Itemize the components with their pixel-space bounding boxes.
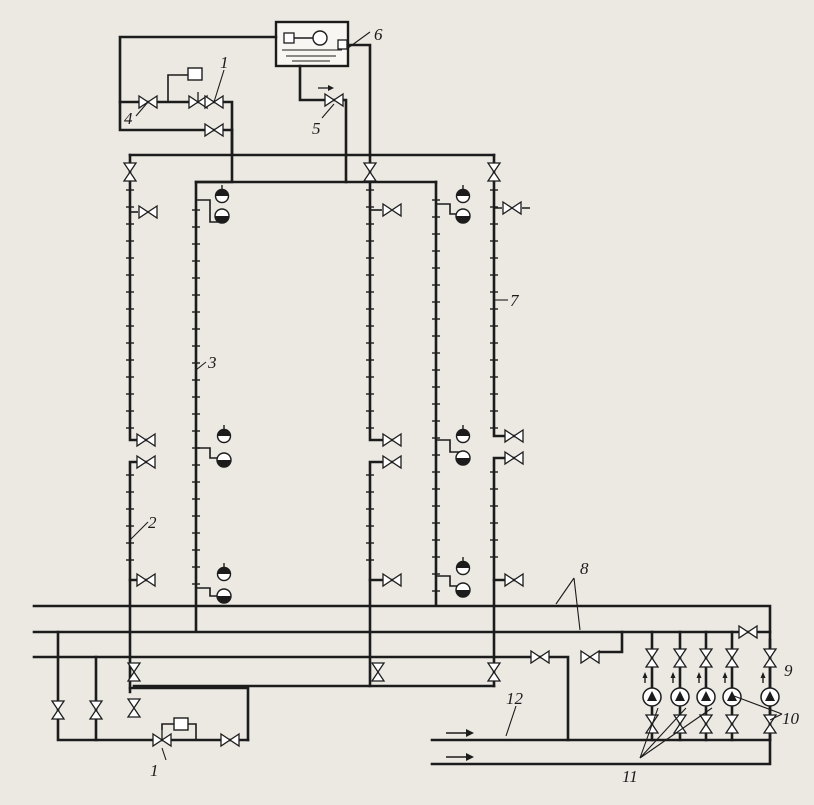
pressure-regulator-top: [138, 67, 224, 137]
riser-inner: [434, 180, 471, 607]
label-pump-set: 9: [784, 661, 793, 680]
pump-branch: [641, 630, 662, 742]
label-pressure-regulator-bottom: 1: [150, 761, 159, 780]
drain-valve-group: [318, 85, 344, 107]
label-distribution-riser: 2: [148, 513, 157, 532]
pump-valve: [699, 714, 713, 734]
callouts: 1 4 5 6 3 2 7 8 12 9 10 11 1: [124, 25, 800, 786]
label-main-riser: 3: [207, 353, 217, 372]
pump-branch: [669, 630, 690, 742]
pump-branch: [759, 638, 780, 742]
pump-valve: [725, 714, 739, 734]
riser-mid: [363, 153, 402, 688]
label-supply-mains: 8: [580, 559, 589, 578]
flow-arrow: [759, 671, 767, 684]
flow-arrow: [669, 671, 677, 684]
label-pumps: 10: [782, 709, 800, 728]
flow-arrow: [721, 671, 729, 684]
label-drain-valve: 5: [312, 119, 321, 138]
riser-ticks: [126, 189, 498, 592]
pump-branch: [721, 630, 742, 742]
pump-valve: [699, 648, 713, 668]
label-riser-right: 7: [510, 291, 520, 310]
pump: [642, 687, 662, 707]
pump-valve: [763, 648, 777, 668]
pump-set: [641, 630, 780, 742]
pressure-regulator-bottom: [152, 717, 240, 747]
supply-mains: [32, 604, 772, 742]
label-pump-valves: 11: [622, 767, 638, 786]
label-expansion-tank: 6: [374, 25, 383, 44]
riser-left: [123, 153, 158, 694]
pump: [696, 687, 716, 707]
top-pipework: [118, 35, 372, 632]
expansion-tank: [274, 20, 350, 68]
top-main: [128, 153, 496, 184]
pump: [670, 687, 690, 707]
pump: [722, 687, 742, 707]
pump-valve: [725, 648, 739, 668]
label-inlet-pipe: 12: [506, 689, 524, 708]
inlet-pipe: [430, 729, 772, 766]
label-bypass-valve: 4: [124, 109, 133, 128]
flow-arrow: [641, 671, 649, 684]
pump-branch: [695, 630, 716, 742]
riser-main-3: [196, 184, 232, 604]
pump-valve: [673, 648, 687, 668]
pump: [760, 687, 780, 707]
label-pressure-regulator-top: 1: [220, 53, 229, 72]
pump-valve: [645, 648, 659, 668]
flow-arrow: [695, 671, 703, 684]
